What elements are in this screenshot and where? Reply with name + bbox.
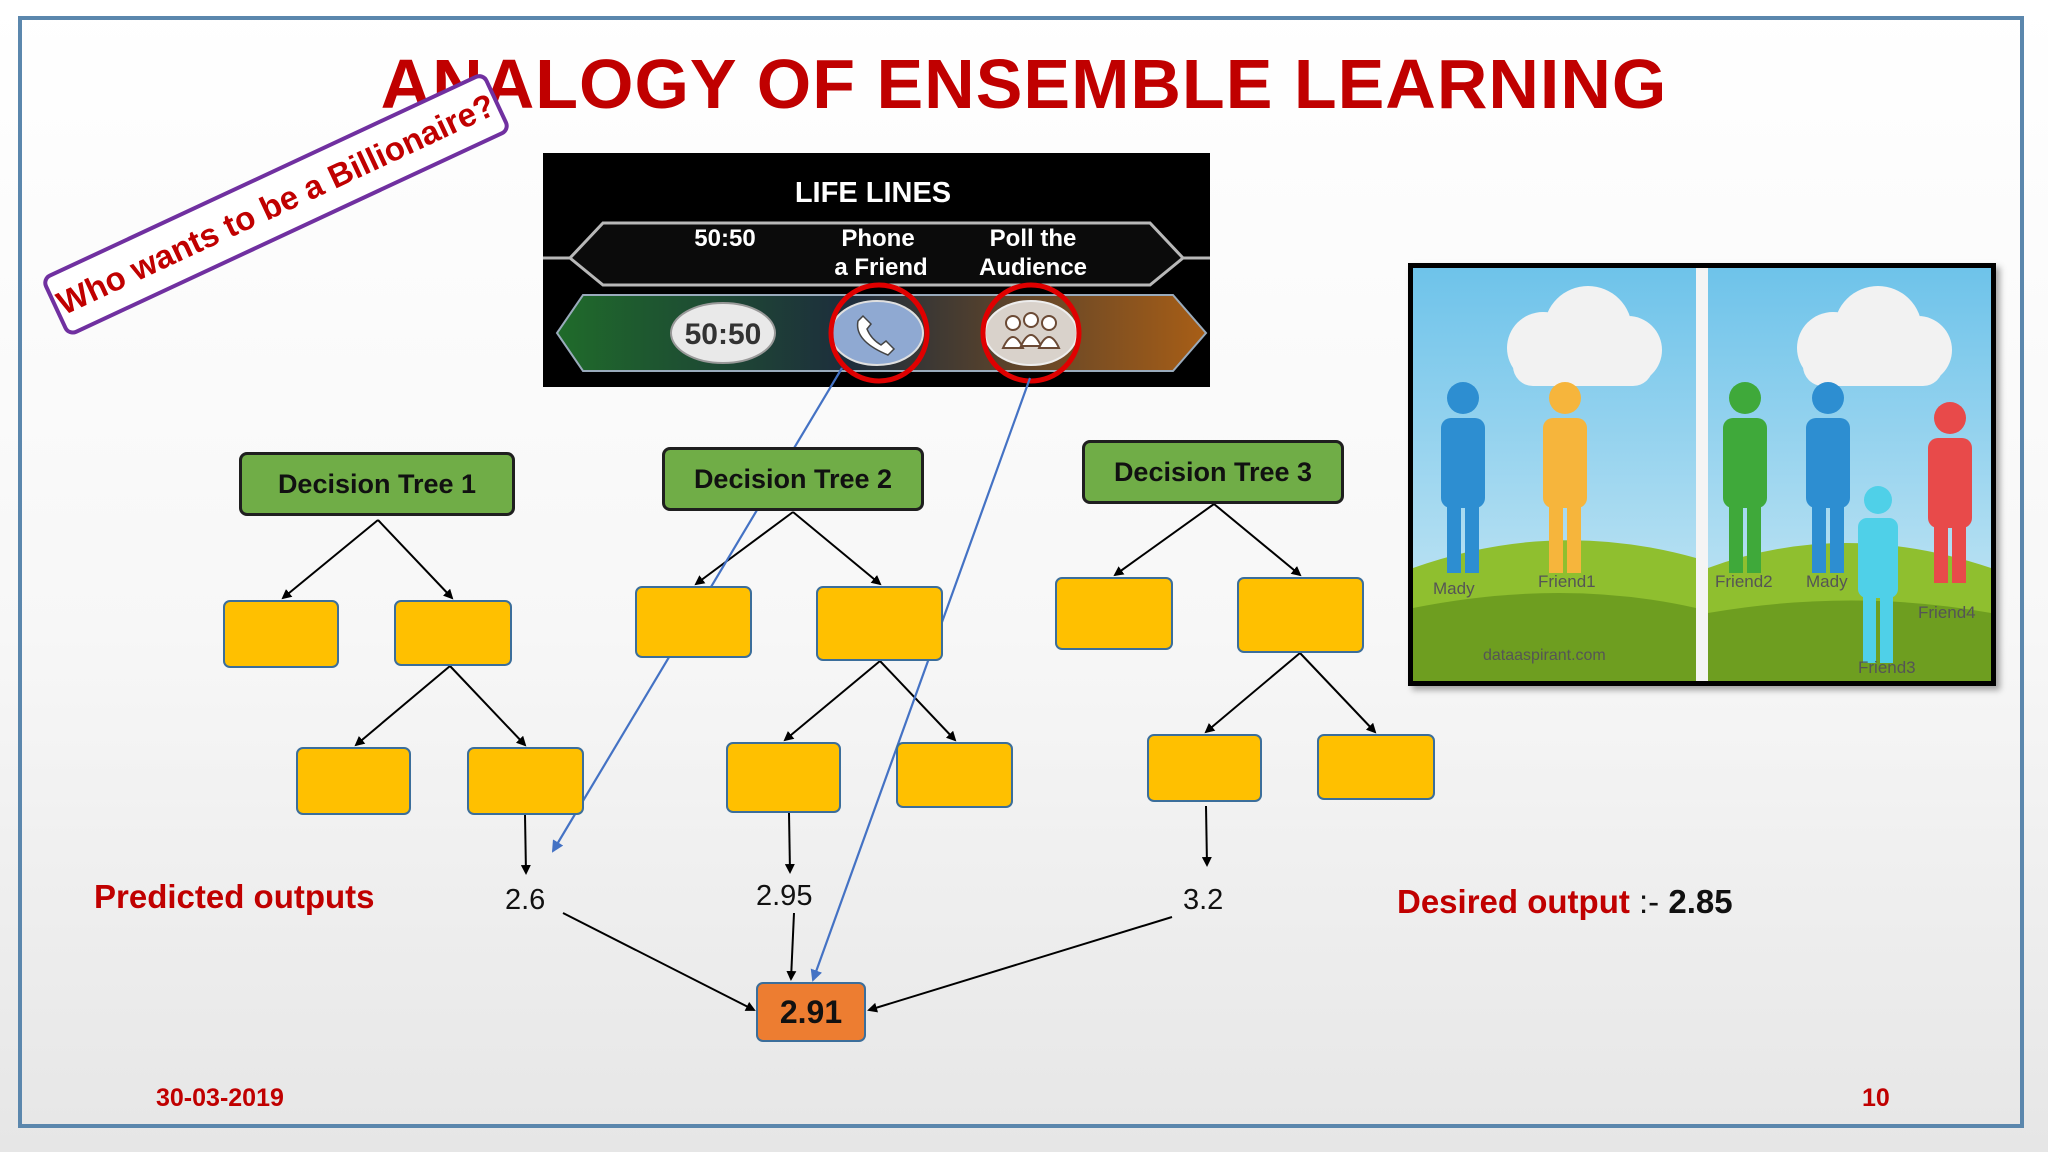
- tree2-output: 2.95: [756, 880, 813, 912]
- desired-output: Desired output :- 2.85: [1397, 883, 1733, 921]
- person-name: Mady: [1806, 572, 1848, 591]
- tree2-node: [816, 586, 943, 661]
- audience-icon: [1001, 312, 1061, 349]
- tree3-node: [1055, 577, 1173, 650]
- people-illustration: Mady Friend1 Friend2 Mady Friend4 Friend…: [1408, 263, 1996, 686]
- person-icon: [1723, 382, 1767, 573]
- phone-icon: [856, 314, 896, 356]
- lifeline-5050-label: 50:50: [694, 225, 755, 252]
- desired-output-value: 2.85: [1668, 883, 1733, 920]
- image-credit: dataaspirant.com: [1483, 647, 1606, 664]
- lifelines-panel: 50:50 LIFE LINES 50:50 Phone a Friend Po…: [543, 153, 1210, 387]
- tree2-node: [726, 742, 841, 813]
- person-name: Mady: [1433, 579, 1475, 598]
- person-name: Friend3: [1858, 658, 1916, 677]
- tree3-node: [1237, 577, 1364, 653]
- tree3-node: [1147, 734, 1262, 802]
- lifeline-poll-line2: Audience: [979, 254, 1087, 281]
- tree1-output: 2.6: [505, 884, 546, 916]
- tree2-node: [896, 742, 1013, 808]
- lifeline-5050-badge: 50:50: [685, 318, 762, 351]
- person-icon: [1441, 382, 1485, 573]
- decision-tree-1-label: Decision Tree 1: [239, 452, 515, 516]
- tree1-node: [394, 600, 512, 666]
- person-icon: [1858, 486, 1898, 663]
- cloud-icon: [1797, 286, 1952, 386]
- lifeline-phone-line2: a Friend: [834, 254, 927, 281]
- slide-title: ANALOGY OF ENSEMBLE LEARNING: [380, 45, 1668, 123]
- person-name: Friend1: [1538, 572, 1596, 591]
- tree1-node: [467, 747, 584, 815]
- tree3-node: [1317, 734, 1435, 800]
- person-icon: [1806, 382, 1850, 573]
- footer-date: 30-03-2019: [156, 1084, 284, 1112]
- predicted-outputs-label: Predicted outputs: [94, 878, 375, 915]
- lifelines-header: LIFE LINES: [795, 177, 951, 209]
- person-icon: [1543, 382, 1587, 573]
- tree2-node: [635, 586, 752, 658]
- decision-tree-2-label: Decision Tree 2: [662, 447, 924, 511]
- tree1-node: [223, 600, 339, 668]
- cloud-icon: [1507, 286, 1662, 386]
- desired-output-separator: :-: [1629, 883, 1669, 920]
- decision-tree-3-label: Decision Tree 3: [1082, 440, 1344, 504]
- tree3-output: 3.2: [1183, 884, 1224, 916]
- lifeline-poll-line1: Poll the: [990, 225, 1077, 252]
- tree1-node: [296, 747, 411, 815]
- person-name: Friend2: [1715, 572, 1773, 591]
- page-number: 10: [1862, 1084, 1890, 1112]
- person-name: Friend4: [1918, 603, 1976, 622]
- lifeline-phone-line1: Phone: [841, 225, 914, 252]
- slide-frame: [18, 16, 2024, 1128]
- ensemble-output-box: 2.91: [756, 982, 866, 1042]
- desired-output-label: Desired output: [1397, 883, 1630, 920]
- person-icon: [1928, 402, 1972, 583]
